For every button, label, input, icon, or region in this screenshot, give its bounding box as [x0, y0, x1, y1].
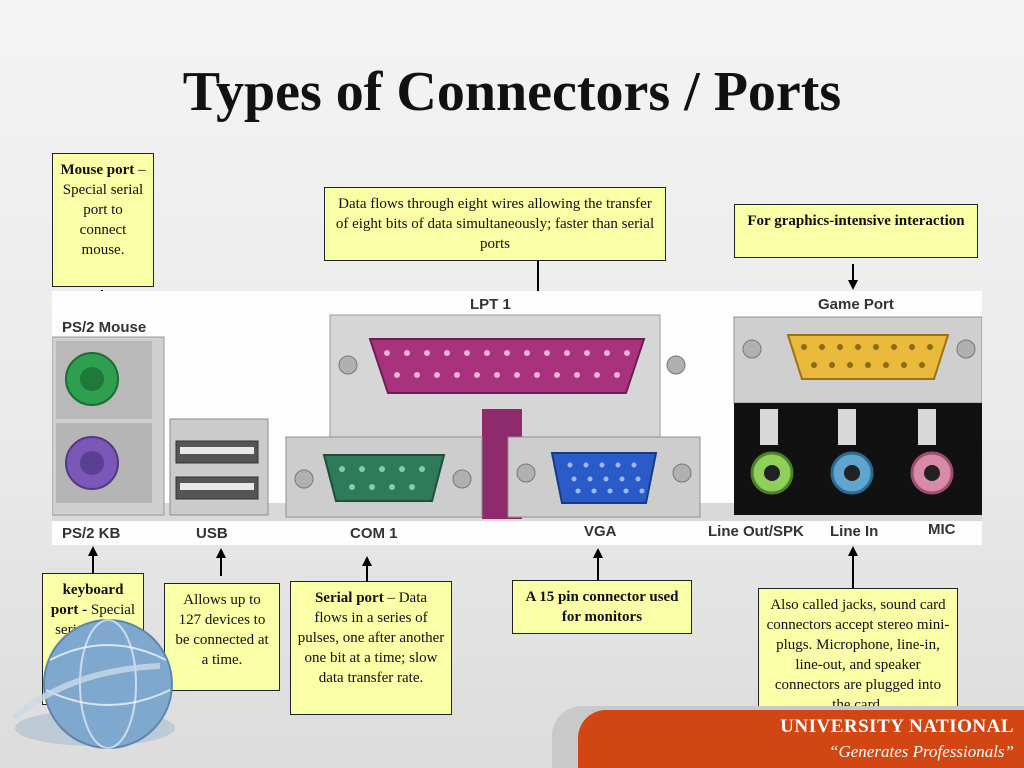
label-usb: USB — [196, 525, 228, 542]
com1-port — [322, 454, 446, 502]
footer-tagline: “Generates Professionals” — [829, 742, 1014, 761]
keyboard-port-note-bold: keyboard port - — [50, 582, 124, 618]
label-vga: VGA — [584, 523, 617, 540]
lpt-port — [368, 338, 646, 394]
slide-title: Types of Connectors / Ports — [182, 61, 842, 123]
vga-note-text: A 15 pin connector used for monitors — [525, 589, 679, 625]
serial-port-note-bold: Serial port — [314, 590, 384, 606]
mouse-port-note: Mouse port – Special serial port to conn… — [52, 153, 154, 287]
label-line-in: Line In — [830, 523, 879, 540]
game-port-note: For graphics-intensive interaction — [734, 204, 978, 258]
mouse-port-note-text: – Special serial port to connect mouse. — [62, 162, 146, 258]
game-port-note-text: For graphics-intensive interaction — [747, 213, 965, 229]
back-panel-illustration — [52, 314, 982, 521]
game-port — [786, 334, 950, 380]
serial-port-note: Serial port – Data flows in a series of … — [290, 581, 452, 715]
label-lpt1: LPT 1 — [470, 296, 511, 313]
lpt-note: Data flows through eight wires allowing … — [324, 187, 666, 261]
usb-note: Allows up to 127 devices to be connected… — [164, 583, 280, 691]
back-panel-photo: PS/2 Mouse LPT 1 Game Port PS/2 KB USB C… — [52, 291, 982, 545]
label-com1: COM 1 — [350, 525, 398, 542]
lpt-note-text: Data flows through eight wires allowing … — [335, 196, 655, 252]
label-line-out: Line Out/SPK — [708, 523, 804, 540]
footer-university: UNIVERSITY NATIONAL — [780, 716, 1014, 737]
label-mic: MIC — [928, 521, 956, 538]
label-game-port: Game Port — [818, 296, 894, 313]
audio-note-text: Also called jacks, sound card connectors… — [766, 597, 950, 713]
label-ps2-kb: PS/2 KB — [62, 525, 121, 542]
globe-logo — [12, 619, 175, 749]
mouse-port-note-bold: Mouse port — [60, 162, 135, 178]
usb-note-text: Allows up to 127 devices to be connected… — [175, 592, 269, 668]
serial-port-note-text: – Data flows in a series of pulses, one … — [297, 590, 445, 686]
vga-note: A 15 pin connector used for monitors — [512, 580, 692, 634]
label-ps2-mouse: PS/2 Mouse — [62, 319, 147, 336]
footer-banner: UNIVERSITY NATIONAL “Generates Professio… — [578, 710, 1024, 768]
